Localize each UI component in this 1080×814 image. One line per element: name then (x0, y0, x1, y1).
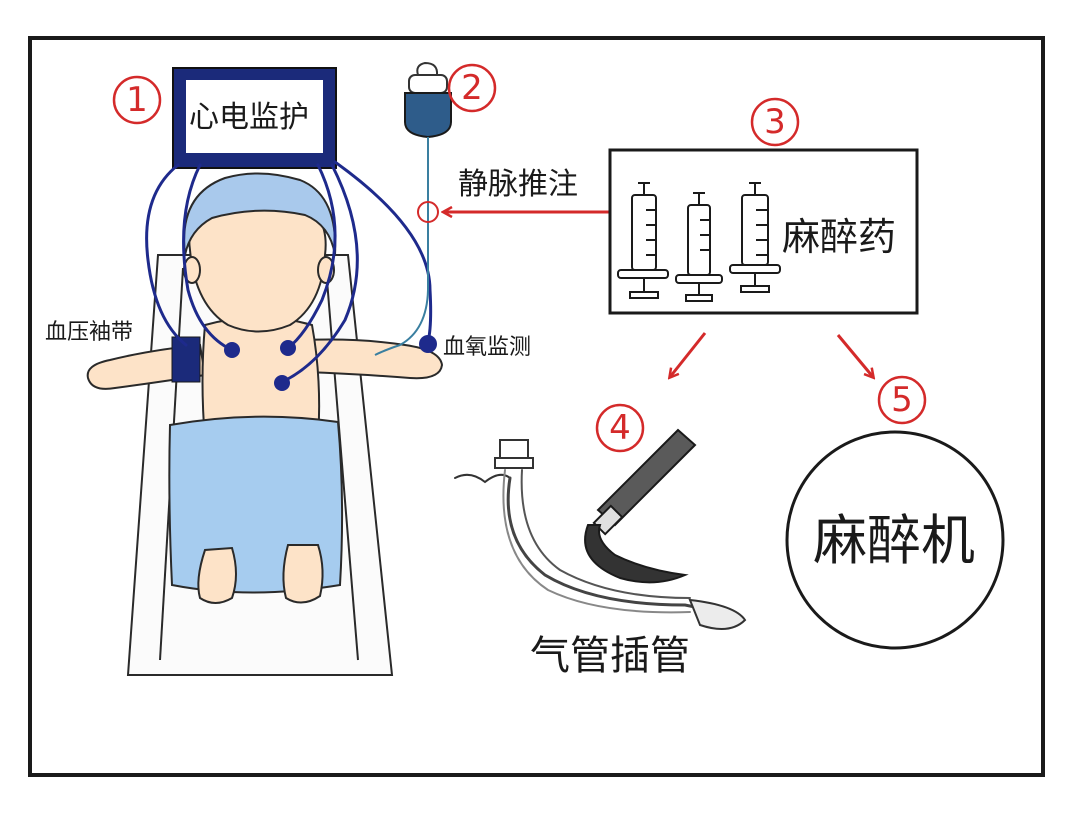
label-anesthetic-drugs: 麻醉药 (782, 215, 897, 259)
label-spo2-monitor: 血氧监测 (443, 335, 532, 360)
step-circle-5 (877, 375, 927, 425)
step-circles (112, 63, 927, 453)
label-ecg-monitor: 心电监护 (189, 100, 309, 135)
endotracheal-tube (454, 439, 747, 630)
patient-figure (86, 172, 444, 604)
ecg-electrodes (224, 340, 296, 391)
step-circle-2 (447, 63, 497, 113)
label-bp-cuff: 血压袖带 (45, 320, 134, 345)
left-foot (282, 544, 324, 604)
outer-frame (28, 36, 1045, 777)
step-circle-1 (112, 75, 162, 125)
syringe-1 (617, 182, 669, 299)
right-foot (197, 546, 237, 604)
label-iv-push: 静脉推注 (458, 167, 578, 202)
ecg-monitor (172, 67, 337, 169)
step-number-1: 1 (126, 80, 148, 120)
step-number-5: 5 (891, 380, 913, 420)
left-arm (304, 338, 444, 380)
step-number-4: 4 (609, 408, 631, 448)
laryngoscope (584, 428, 697, 584)
syringe-2 (675, 192, 723, 302)
step-number-3: 3 (764, 102, 786, 142)
syringes (617, 182, 781, 302)
step-circle-4 (595, 403, 645, 453)
anesthesia-machine-circle (785, 430, 1005, 650)
step-circle-3 (750, 97, 800, 147)
syringe-3 (729, 182, 781, 293)
iv-tube (374, 137, 429, 356)
label-intubation: 气管插管 (530, 633, 690, 679)
iv-bag (404, 61, 452, 139)
label-anesthesia-machine: 麻醉机 (813, 509, 975, 572)
step-number-2: 2 (461, 68, 483, 108)
arrow-to-machine (836, 334, 873, 377)
arrow-to-intubation (670, 332, 707, 377)
iv-injection-port (417, 201, 439, 223)
pulse-oximeter-sensor (419, 335, 437, 353)
